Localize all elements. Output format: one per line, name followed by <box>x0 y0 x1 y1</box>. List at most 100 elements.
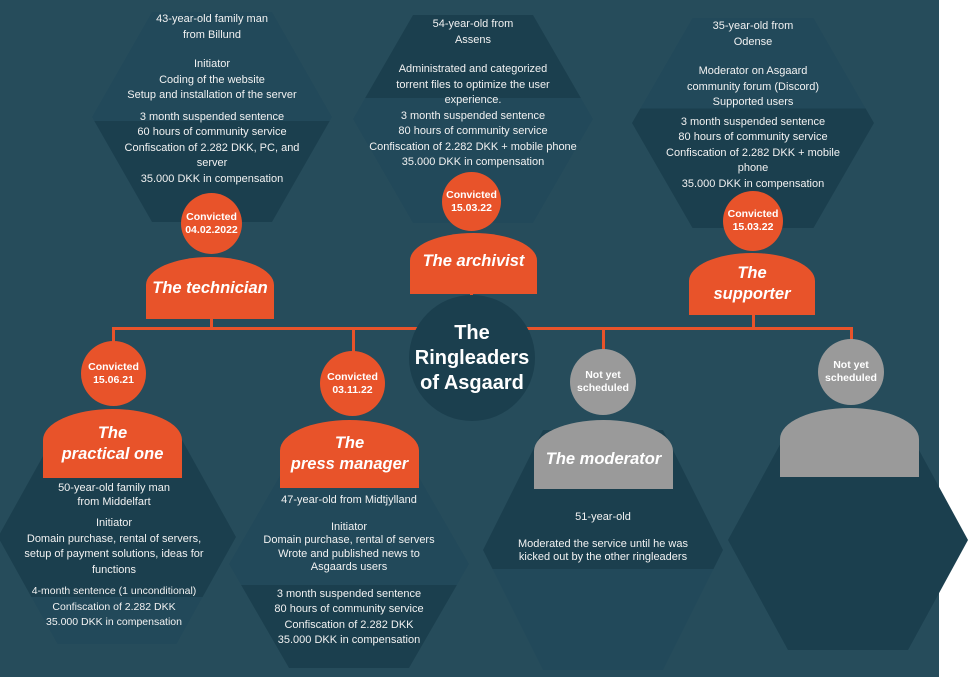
archivist-name: The archivist <box>422 252 525 270</box>
supporter-status-badge: Convicted 15.03.22 <box>723 191 783 251</box>
supporter-name: supporter <box>713 285 791 303</box>
archivist-sentence-line: 3 month suspended sentence <box>400 109 546 122</box>
moderator-role-line: Moderated the service until he was <box>518 537 688 550</box>
status-date: 15.06.21 <box>93 373 134 386</box>
archivist-info: 54-year-old from Assens Administrated an… <box>353 17 593 171</box>
press-role-line: Domain purchase, rental of servers <box>263 534 435 546</box>
supporter-sentence-line: 3 month suspended sentence <box>680 115 826 128</box>
press-profile-line: 47-year-old from Midtjylland <box>281 494 417 506</box>
archivist-profile-line: Assens <box>454 33 492 46</box>
page-title-line: The <box>454 321 490 344</box>
supporter-role-line: Moderator on Asgaard <box>698 65 808 77</box>
archivist-sentence-line: 35.000 DKK in compensation <box>401 156 545 168</box>
moderator-figure: The moderator <box>534 420 673 489</box>
status-label: Not yet <box>585 369 621 381</box>
practical-sentence-line: Confiscation of 2.282 DKK <box>52 600 176 613</box>
technician-sentence-line: server <box>196 157 228 169</box>
supporter-name: The <box>737 264 767 282</box>
moderator-info: 51-year-old Moderated the service until … <box>483 511 723 565</box>
practical-role-line: Domain purchase, rental of servers, <box>26 532 202 545</box>
connector-technician <box>210 315 213 329</box>
status-label: Convicted <box>727 208 779 220</box>
supporter-info: 35-year-old from Odense Moderator on Asg… <box>632 19 874 192</box>
connector-unknown <box>850 327 853 343</box>
hexagon-technician <box>92 12 332 222</box>
technician-role-line: Coding of the website <box>159 73 265 86</box>
press-status-badge: Convicted 03.11.22 <box>320 351 385 416</box>
supporter-role-line: Supported users <box>712 96 794 108</box>
archivist-figure: The archivist <box>410 233 537 294</box>
page-title-line: Ringleaders <box>414 346 530 369</box>
technician-role-line: Setup and installation of the server <box>127 89 297 101</box>
status-label: Convicted <box>186 210 237 223</box>
technician-name: The technician <box>152 278 268 297</box>
press-role-line: Wrote and published news to <box>278 547 420 560</box>
center-title-circle: The Ringleaders of Asgaard <box>409 295 535 421</box>
archivist-status-badge: Convicted 15.03.22 <box>442 172 501 231</box>
press-name: The <box>334 434 365 452</box>
technician-sentence-line: 3 month suspended sentence <box>139 110 285 123</box>
press-info: 47-year-old from Midtjylland Initiator D… <box>229 493 469 649</box>
practical-figure: The practical one <box>43 409 182 478</box>
status-label: scheduled <box>825 372 877 384</box>
technician-status-badge: Convicted 04.02.2022 <box>181 193 242 254</box>
press-sentence-line: Confiscation of 2.282 DKK <box>284 618 414 631</box>
status-label: Convicted <box>446 188 497 201</box>
press-sentence-line: 80 hours of community service <box>274 603 424 615</box>
page-title-line: of Asgaard <box>420 371 524 394</box>
archivist-profile-line: 54-year-old from <box>432 18 514 30</box>
connector-supporter <box>752 312 755 329</box>
supporter-sentence-line: phone <box>737 162 769 174</box>
practical-info: 50-year-old family man from Middelfart I… <box>0 481 228 631</box>
technician-role-line: Initiator <box>193 58 231 70</box>
technician-sentence-line: 60 hours of community service <box>137 126 287 138</box>
connector-practical <box>112 327 115 343</box>
status-label: scheduled <box>577 382 629 394</box>
status-date: 15.03.22 <box>732 221 774 233</box>
press-sentence-line: 3 month suspended sentence <box>276 587 422 600</box>
supporter-sentence-line: 35.000 DKK in compensation <box>681 177 825 190</box>
press-figure: The press manager <box>280 420 419 488</box>
unknown-status-badge: Not yet scheduled <box>818 339 884 405</box>
unknown-figure <box>780 408 919 477</box>
supporter-figure: The supporter <box>689 253 815 315</box>
archivist-sentence-line: Confiscation of 2.282 DKK + mobile phone <box>369 140 577 153</box>
archivist-role-line: torrent files to optimize the user <box>396 78 550 91</box>
press-name: press manager <box>290 455 409 473</box>
status-date: 04.02.2022 <box>185 223 238 236</box>
connector-press <box>352 327 355 353</box>
supporter-sentence-line: Confiscation of 2.282 DKK + mobile <box>666 146 840 159</box>
practical-sentence-line: 4-month sentence (1 unconditional) <box>31 585 197 597</box>
supporter-role-line: community forum (Discord) <box>686 80 820 93</box>
practical-role-line: functions <box>91 563 137 576</box>
archivist-role-line: Administrated and categorized <box>398 63 548 75</box>
practical-profile-line: from Middelfart <box>77 495 151 508</box>
archivist-sentence-line: 80 hours of community service <box>398 125 548 137</box>
practical-status-badge: Convicted 15.06.21 <box>81 341 146 406</box>
status-label: Not yet <box>833 359 869 371</box>
practical-role-line: setup of payment solutions, ideas for <box>24 548 204 560</box>
technician-profile-line: from Billund <box>182 28 242 41</box>
press-role-line: Asgaards users <box>310 561 388 573</box>
status-label: Convicted <box>327 370 378 383</box>
practical-profile-line: 50-year-old family man <box>58 482 170 494</box>
status-label: Convicted <box>88 360 139 373</box>
technician-profile-line: 43-year-old family man <box>156 13 268 25</box>
practical-role-line: Initiator <box>95 517 133 529</box>
technician-figure: The technician <box>146 257 274 319</box>
technician-sentence-line: 35.000 DKK in compensation <box>140 172 284 185</box>
supporter-sentence-line: 80 hours of community service <box>678 131 828 143</box>
moderator-role-line: kicked out by the other ringleaders <box>518 551 688 563</box>
technician-info: 43-year-old family man from Billund Init… <box>92 12 332 187</box>
press-role-line: Initiator <box>330 520 368 533</box>
status-date: 03.11.22 <box>332 383 373 396</box>
practical-name: practical one <box>61 444 164 463</box>
status-date: 15.03.22 <box>451 201 492 214</box>
moderator-profile-line: 51-year-old <box>575 511 631 523</box>
practical-sentence-line: 35.000 DKK in compensation <box>45 616 182 628</box>
technician-sentence-line: Confiscation of 2.282 DKK, PC, and <box>124 141 300 154</box>
press-sentence-line: 35.000 DKK in compensation <box>277 634 421 646</box>
supporter-profile-line: Odense <box>733 35 773 48</box>
practical-name: The <box>97 423 128 442</box>
